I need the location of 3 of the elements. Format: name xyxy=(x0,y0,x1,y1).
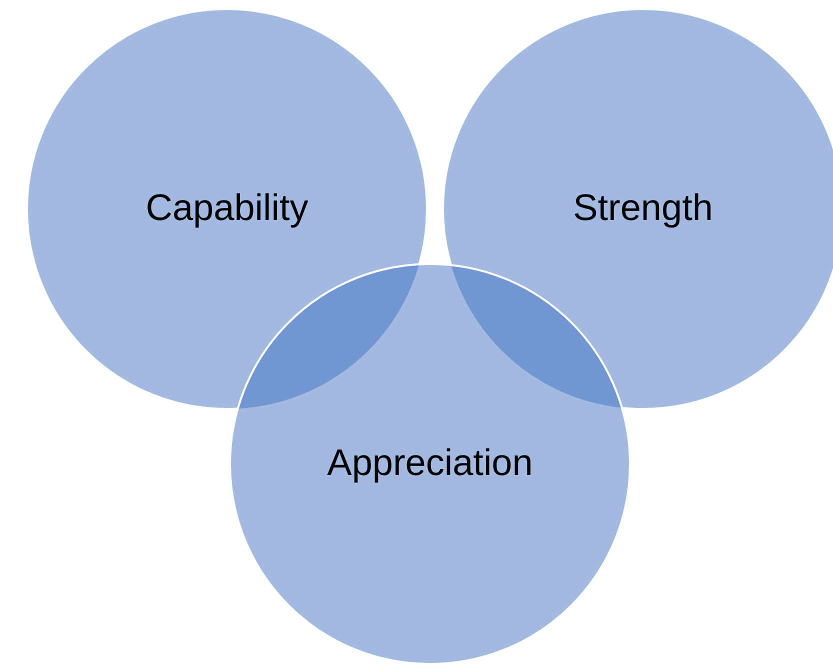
circle-label: Capability xyxy=(146,187,308,229)
circle-label: Strength xyxy=(573,187,713,229)
circle-label: Appreciation xyxy=(327,442,533,484)
